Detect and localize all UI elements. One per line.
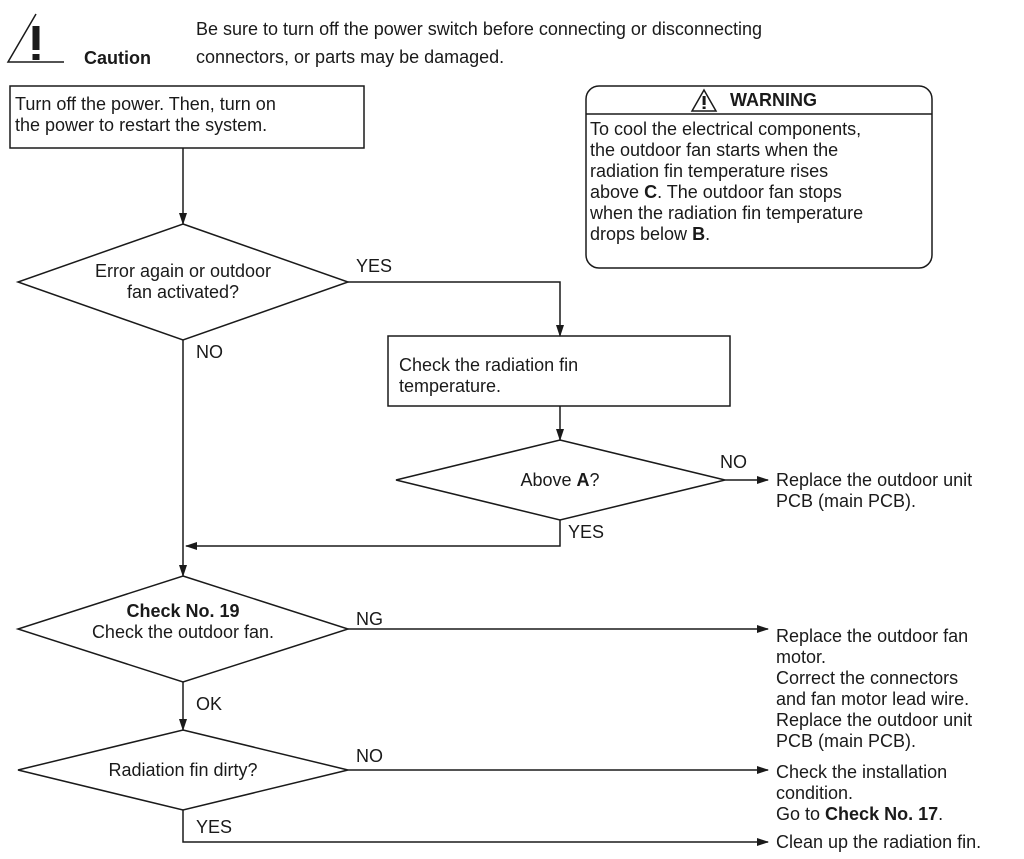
warning-letter-c: C: [644, 182, 658, 202]
outcome-fan-fail-line-4: and fan motor lead wire.: [776, 689, 970, 709]
goto-prefix: Go to: [776, 804, 821, 824]
outcome-replace-pcb-line-2: PCB (main PCB).: [776, 491, 917, 511]
label-no-error: NO: [196, 342, 223, 362]
warning-c-suffix: .: [657, 182, 663, 202]
check-fin-line-1: Check the radiation fin: [399, 355, 579, 375]
label-no-above: NO: [720, 452, 747, 472]
warning-title: WARNING: [730, 90, 817, 110]
label-no-dirty: NO: [356, 746, 383, 766]
check-fin-line-2: temperature.: [399, 376, 502, 396]
outcome-install-line-2: condition.: [776, 783, 854, 803]
fin-dirty-question: Radiation fin dirty?: [108, 760, 258, 780]
label-yes-dirty: YES: [196, 817, 233, 837]
arrow-dirty-yes: [182, 810, 769, 846]
above-a-prefix: Above: [520, 470, 572, 490]
warning-line-1: To cool the electrical components,: [590, 119, 862, 139]
warning-triangle-icon: [690, 88, 718, 112]
outcome-install-line-1: Check the installation: [776, 762, 948, 782]
above-a-question: Above A?: [460, 470, 660, 491]
outcome-fan-fail-line-2: motor.: [776, 647, 827, 667]
error-again-line-2: fan activated?: [126, 282, 240, 302]
arrow-error-yes: [348, 281, 564, 337]
outcome-fan-fail-line-1: Replace the outdoor fan: [776, 626, 969, 646]
warning-line-5: when the radiation fin temperature: [590, 203, 864, 223]
power-restart-box: [9, 85, 365, 149]
caution-label: Caution: [84, 48, 151, 68]
warning-drops-below: drops below: [590, 224, 688, 244]
check-no-19-label: Check No. 19: [126, 601, 240, 621]
outcome-replace-pcb-line-1: Replace the outdoor unit: [776, 470, 973, 490]
outcome-fan-fail-line-5: Replace the outdoor unit: [776, 710, 973, 730]
above-a-letter: A: [576, 470, 590, 490]
label-ng: NG: [356, 609, 383, 629]
label-yes-error: YES: [356, 256, 393, 276]
caution-triangle-icon: [6, 13, 64, 63]
goto-check-17: Check No. 17: [825, 804, 939, 824]
outcome-fan-fail-line-6: PCB (main PCB).: [776, 731, 917, 751]
outcome-install-line-3: Go to Check No. 17.: [776, 804, 943, 825]
label-yes-above: YES: [568, 522, 605, 542]
warning-b-suffix: .: [705, 224, 711, 244]
warning-fan-stops: The outdoor fan stops: [666, 182, 842, 202]
warning-letter-b: B: [692, 224, 706, 244]
power-restart-line-1: Turn off the power. Then, turn on: [15, 94, 276, 114]
outcome-fan-fail-line-3: Correct the connectors: [776, 668, 959, 688]
warning-box: [585, 85, 933, 269]
error-again-line-1: Error again or outdoor: [94, 261, 272, 281]
warning-line-2: the outdoor fan starts when the: [590, 140, 839, 160]
caution-line-2: connectors, or parts may be damaged.: [196, 47, 505, 67]
label-ok: OK: [196, 694, 223, 714]
power-restart-line-2: the power to restart the system.: [15, 115, 268, 135]
arrow-above-yes-merge: [185, 520, 561, 550]
warning-line-3: radiation fin temperature rises: [590, 161, 829, 181]
warning-line-6: drops below B.: [590, 224, 710, 245]
outcome-clean-fin: Clean up the radiation fin.: [776, 832, 982, 852]
goto-suffix: .: [938, 804, 944, 824]
above-a-suffix: ?: [589, 470, 600, 490]
caution-line-1: Be sure to turn off the power switch bef…: [196, 19, 762, 39]
warning-line-4: above C. The outdoor fan stops: [590, 182, 842, 203]
warning-above-prefix: above: [590, 182, 640, 202]
check-outdoor-fan-label: Check the outdoor fan.: [91, 622, 275, 642]
